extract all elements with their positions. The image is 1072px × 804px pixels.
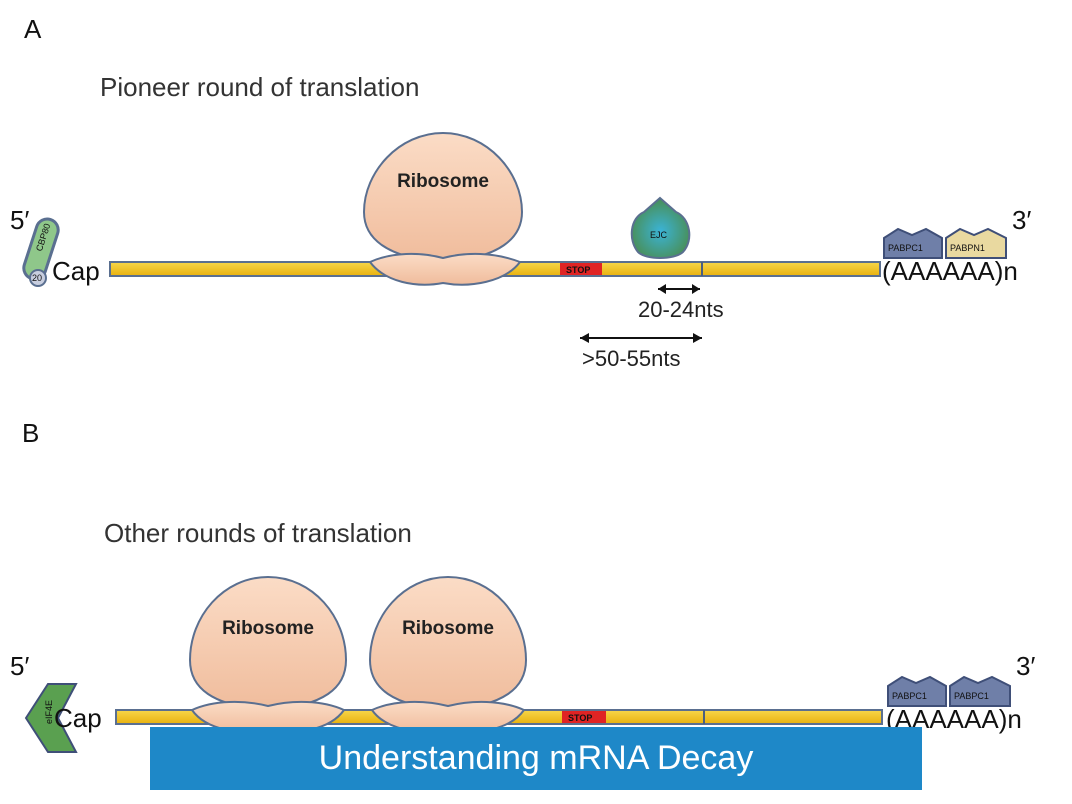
three-prime-label: 3′ [1012, 205, 1031, 235]
ribosome-label: Ribosome [222, 618, 314, 639]
ribosome-1: Ribosome [188, 575, 348, 734]
pabpc1-label: PABPC1 [954, 691, 989, 701]
ribosome-small-subunit [368, 252, 522, 286]
cap-label: Cap [54, 703, 102, 733]
panel-b-letter: B [22, 418, 39, 448]
ejc: EJC [630, 196, 691, 259]
stop-codon [560, 263, 602, 275]
eif4e-label: eIF4E [44, 700, 54, 724]
cbp20-label: 20 [32, 273, 42, 283]
stop-label: STOP [566, 265, 590, 275]
panel-a-letter: A [24, 14, 42, 44]
distance-long: >50-55nts [580, 333, 702, 371]
pabp-group: PABPC1 PABPC1 [887, 675, 1011, 707]
distance-long-label: >50-55nts [582, 346, 680, 371]
ribosome-large-subunit [188, 575, 348, 712]
pabpc1-protein [887, 675, 947, 707]
ejc-label: EJC [650, 230, 668, 240]
ribosome-large-subunit [362, 131, 524, 264]
five-prime-label: 5′ [10, 651, 29, 681]
ribosome: Ribosome [362, 131, 524, 286]
pabpn1-protein [945, 227, 1007, 259]
cap-label: Cap [52, 256, 100, 286]
distance-short: 20-24nts [638, 284, 724, 322]
stop-label: STOP [568, 713, 592, 723]
pabpn1-label: PABPN1 [950, 243, 985, 253]
stop-codon [562, 711, 606, 723]
arrowhead-right [693, 333, 702, 343]
polya-tail: (AAAAAA)n [882, 256, 1018, 286]
pabpc1-label: PABPC1 [892, 691, 927, 701]
pabpc1-label: PABPC1 [888, 243, 923, 253]
eif4e-complex: eIF4E [24, 683, 78, 753]
panel-b: B Other rounds of translation 5′ 3′ eIF4… [10, 418, 1035, 753]
pabp-group: PABPC1 PABPN1 [883, 227, 1007, 259]
panel-a: A Pioneer round of translation 5′ 3′ CBP… [10, 14, 1031, 371]
pabpc1-protein [949, 675, 1011, 707]
five-prime-label: 5′ [10, 205, 29, 235]
cbp20-protein [29, 269, 47, 287]
cbp-complex: CBP80 20 [22, 217, 60, 287]
panel-b-title: Other rounds of translation [104, 518, 412, 548]
distance-short-label: 20-24nts [638, 297, 724, 322]
arrowhead-left [580, 333, 589, 343]
ejc-protein [630, 196, 691, 259]
pabpc1-protein [883, 227, 943, 259]
eif4e-protein [24, 683, 78, 753]
caption-banner: Understanding mRNA Decay [150, 727, 922, 790]
ribosome-label: Ribosome [402, 618, 494, 639]
ribosome-label: Ribosome [397, 171, 489, 192]
ribosome-large-subunit [368, 575, 528, 712]
ribosome-2: Ribosome [368, 575, 528, 734]
arrowhead-right [692, 284, 700, 294]
three-prime-label: 3′ [1016, 651, 1035, 681]
arrowhead-left [658, 284, 666, 294]
panel-a-title: Pioneer round of translation [100, 72, 419, 102]
